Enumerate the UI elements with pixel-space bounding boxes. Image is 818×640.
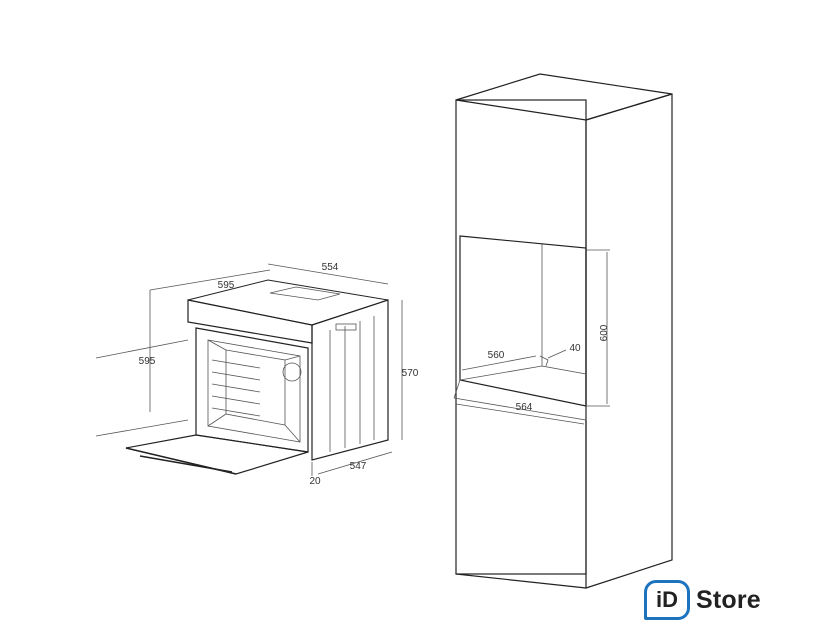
brand-logo[interactable]: iD Store — [644, 578, 761, 622]
cabinet-niche — [459, 235, 587, 407]
oven-door-offset-label: 20 — [309, 476, 321, 487]
cabinet-drawing — [453, 73, 673, 589]
vent-gap-label: 40 — [569, 343, 581, 354]
niche-height-label: 600 — [599, 324, 610, 341]
oven-side-face — [311, 299, 389, 461]
oven-depth-label: 554 — [322, 262, 339, 273]
oven-control-panel — [187, 299, 313, 344]
brand-wordmark: Store — [696, 585, 761, 614]
oven-rack-guides — [211, 359, 261, 417]
niche-depth-label: 560 — [488, 350, 505, 361]
cabinet-top — [455, 73, 673, 121]
niche-width-label: 564 — [516, 402, 533, 413]
cabinet-vent-slot — [539, 355, 549, 367]
oven-top-vent — [269, 286, 341, 301]
cabinet-niche-back — [541, 244, 587, 375]
oven-front-height-label: 595 — [139, 356, 156, 367]
oven-fan — [282, 362, 302, 382]
cabinet-front — [455, 99, 587, 575]
brand-mark-icon: iD — [644, 580, 690, 620]
oven-width-label: 595 — [218, 280, 235, 291]
oven-side-bracket — [335, 323, 357, 331]
oven-side-ribs — [329, 316, 375, 452]
cabinet-niche-shelf — [453, 397, 587, 421]
oven-bottom-depth-label: 547 — [350, 461, 367, 472]
oven-side-height-label: 570 — [402, 368, 419, 379]
oven-drawing — [95, 263, 403, 476]
cabinet-side — [585, 93, 673, 589]
